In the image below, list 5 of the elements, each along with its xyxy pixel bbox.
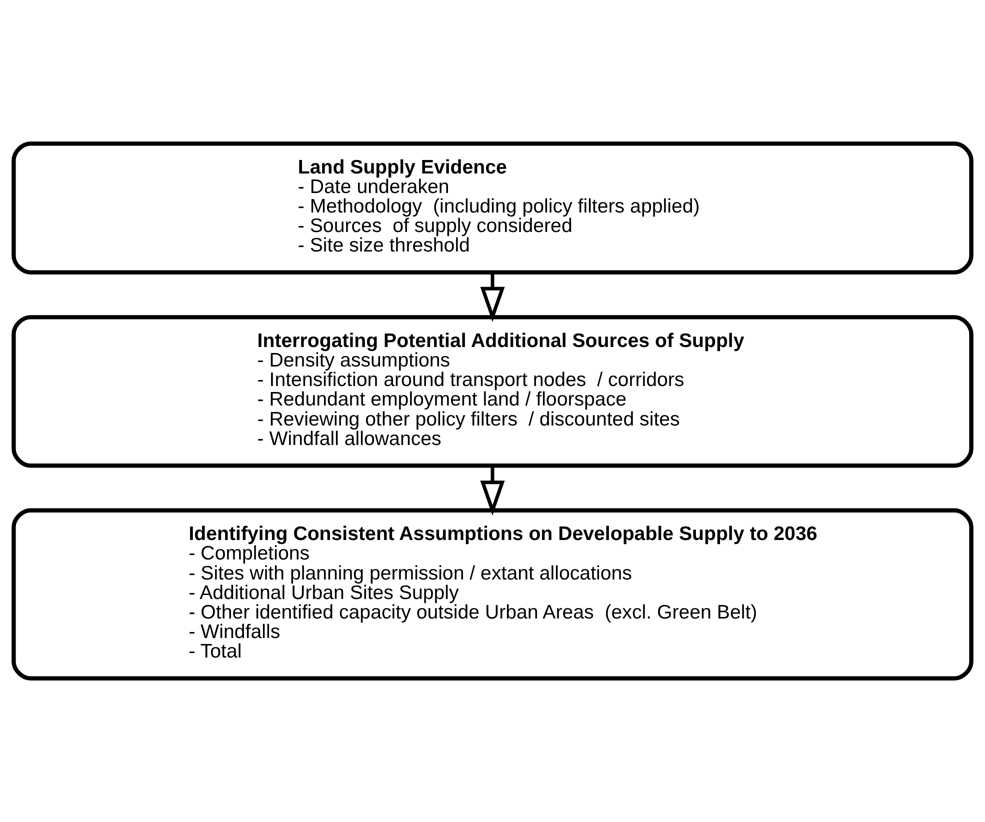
node-box: Interrogating Potential Additional Sources of Supply - Density assumptions - Intensifiction around transport nodes / corridors - Redundant employment land / floorspace - Reviewing other policy filters / discounted sites - Windfall allowances: [12, 315, 974, 468]
arrow: [480, 272, 505, 322]
node-box: Identifying Consistent Assumptions on Developable Supply to 2036 - Completions - Sites with planning permission / extant allocations - Additional Urban Sites Supply - Other identified capacity outside Urban Areas (excl. Green Belt) - Windfalls - Total: [12, 508, 974, 680]
arrow: [480, 466, 505, 516]
node-box: Land Supply Evidence - Date underaken - Methodology (including policy filters applied) - Sources of supply considered - Site size threshold: [12, 142, 974, 274]
